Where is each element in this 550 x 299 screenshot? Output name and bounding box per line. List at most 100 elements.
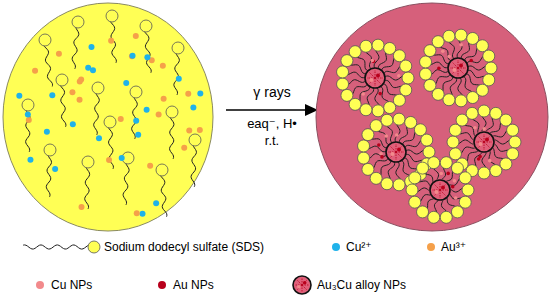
sds-head: [423, 146, 435, 158]
sds-tail: [458, 78, 463, 96]
au-dot: [485, 138, 489, 142]
au-ion: [56, 51, 62, 57]
sds-tail: [170, 117, 174, 159]
sds-head: [476, 40, 488, 52]
alloy-particle: [293, 276, 311, 294]
sds-head: [393, 113, 405, 125]
cu-np: [384, 134, 388, 138]
cu-np: [439, 172, 443, 176]
cu-np: [447, 55, 451, 59]
sds-head: [428, 157, 440, 169]
alloy-mark: [440, 190, 448, 191]
sds-tail: [459, 133, 473, 140]
au-ion: [147, 163, 153, 169]
cu-dot: [297, 285, 301, 289]
alloy-mark: [440, 184, 446, 190]
alloy-mark: [458, 68, 459, 76]
sds-tail: [464, 76, 473, 92]
alloy-mark: [484, 134, 485, 142]
reaction-arrow: [226, 104, 318, 116]
sds-head: [478, 105, 490, 117]
sds-head: [349, 46, 361, 58]
alloy-mark: [458, 62, 464, 68]
alloy-mark: [302, 285, 307, 290]
sds-head: [449, 148, 461, 160]
sds-tail: [405, 140, 421, 147]
cu-ion: [140, 211, 146, 217]
micelle: [406, 157, 474, 224]
au-ion: [129, 53, 135, 59]
alloy-mark: [458, 68, 466, 69]
alloy-mark: [440, 190, 441, 198]
au-dot: [376, 74, 380, 78]
sds-tail: [381, 161, 391, 176]
sds-tail: [457, 40, 462, 58]
sds-head: [428, 211, 440, 223]
cu-np: [454, 196, 458, 200]
sds-tail: [356, 57, 368, 71]
au-np: [437, 67, 441, 71]
cu-np: [397, 74, 401, 78]
micelle: [337, 39, 414, 117]
sds-tail: [495, 140, 510, 144]
precursor-solution: [3, 3, 213, 231]
alloy-mark: [434, 190, 440, 196]
au-ion: [26, 117, 32, 123]
sds-tail: [472, 119, 479, 133]
au-np: [380, 155, 384, 159]
alloy-mark: [484, 142, 492, 143]
au-ion: [134, 210, 140, 216]
sds-tail: [493, 148, 504, 159]
sds-head: [130, 86, 142, 98]
sds-tail: [406, 154, 423, 161]
sds-tail: [417, 188, 429, 192]
legend-text: Au₃Cu alloy NPs: [317, 277, 406, 293]
sds-head: [440, 211, 452, 223]
alloy-mark: [484, 142, 490, 148]
sds-head: [417, 162, 429, 174]
sds-tail: [489, 151, 496, 165]
solution-ellipse: [316, 3, 548, 231]
sds-tail: [441, 201, 447, 212]
cu-np: [441, 49, 445, 53]
cu-np: [488, 159, 492, 163]
alloy-mark: [478, 142, 484, 148]
cu-dot: [479, 142, 483, 146]
au-np: [451, 185, 455, 189]
sds-tail: [450, 178, 460, 185]
sds-tail: [85, 167, 90, 209]
au-ion: [133, 33, 139, 39]
sds-tail: [467, 151, 478, 162]
sds-tail: [447, 198, 456, 206]
alloy-mark: [452, 68, 458, 74]
sds-head: [483, 50, 495, 62]
sds-tail: [450, 194, 461, 199]
cu-np: [379, 152, 383, 156]
alloy-mark: [458, 68, 464, 74]
legend-swatch: [36, 281, 44, 289]
sds-tail: [464, 125, 475, 136]
cu-ion: [52, 166, 58, 172]
sds-head: [459, 196, 471, 208]
alloy-mark: [458, 60, 459, 68]
cu-ion: [119, 155, 125, 161]
micelle: [447, 105, 521, 179]
cu-np: [459, 43, 463, 47]
au-np: [377, 143, 381, 147]
sds-head: [467, 92, 479, 104]
alloy-mark: [297, 285, 302, 290]
sds-head: [417, 206, 429, 218]
sds-head: [440, 157, 452, 169]
sds-head: [507, 124, 519, 136]
sds-tail: [475, 153, 482, 167]
sds-head: [358, 152, 370, 164]
sds-head: [455, 29, 467, 41]
alloy-mark: [396, 152, 404, 153]
sds-head: [166, 106, 178, 118]
alloy-mark: [375, 78, 383, 79]
sds-head: [337, 66, 349, 78]
legend-swatch: [158, 281, 166, 289]
cu-ion: [123, 80, 129, 86]
legend-text: Cu NPs: [51, 277, 92, 293]
